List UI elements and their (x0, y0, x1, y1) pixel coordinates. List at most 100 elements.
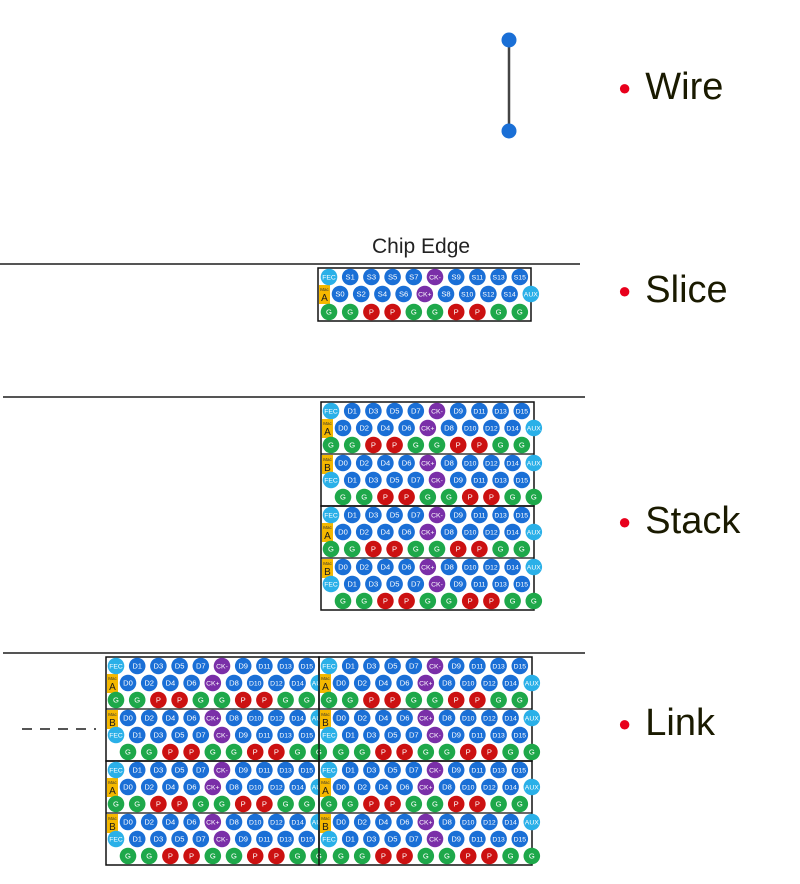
pin-d4 (162, 674, 179, 692)
pin-g (419, 488, 437, 506)
pin-d10 (246, 674, 264, 692)
pin-ckp (417, 813, 435, 831)
pin-d6 (398, 523, 415, 541)
pin-label: D4 (381, 563, 391, 572)
pin-label: P (241, 800, 246, 809)
pin-g (204, 847, 222, 865)
pin-label: D4 (166, 679, 176, 688)
pin-d14 (502, 674, 519, 692)
pin-label: D9 (238, 731, 248, 740)
pin-d0 (332, 778, 350, 796)
pin-ckn (426, 268, 444, 286)
pin-ckn (213, 761, 231, 779)
pin-p (365, 436, 382, 454)
pin-label: G (231, 748, 237, 757)
pin-label: D13 (279, 664, 292, 671)
pin-label: G (125, 852, 131, 861)
pin-label: D15 (514, 733, 527, 740)
pin-ckp (417, 709, 435, 727)
pin-label: G (328, 545, 334, 554)
pin-d11 (469, 726, 486, 744)
pin-ckn (428, 575, 446, 593)
pin-label: D15 (301, 664, 314, 671)
pin-g (140, 847, 158, 865)
pin-label: AUX (527, 530, 541, 537)
legend-wire-label: Wire (645, 66, 724, 108)
pin-label: P (381, 852, 386, 861)
pin-label: G (519, 441, 525, 450)
pin-d12 (481, 709, 498, 727)
pin-s7 (405, 268, 423, 286)
pin-label: P (404, 597, 409, 606)
pin-d7 (407, 575, 425, 593)
pin-label: D12 (270, 820, 283, 827)
pin-label: P (371, 441, 376, 450)
pin-d3 (365, 402, 382, 420)
pin-label: D2 (144, 818, 154, 827)
pin-d15 (513, 506, 531, 524)
pin-ckp (419, 454, 437, 472)
pin-label: D11 (473, 582, 485, 589)
pin-label: D14 (506, 426, 519, 433)
pin-label: G (444, 748, 450, 757)
pin-d12 (483, 419, 500, 437)
pin-label: P (241, 696, 246, 705)
pin-d5 (171, 726, 188, 744)
pin-label: G (283, 800, 289, 809)
pin-g (407, 436, 425, 454)
pin-d10 (459, 778, 477, 796)
pin-p (469, 795, 486, 813)
pin-d10 (461, 558, 479, 576)
pin-label: D12 (270, 681, 283, 688)
pin-d9 (447, 726, 465, 744)
pin-label: D0 (123, 714, 133, 723)
pin-d2 (353, 778, 371, 796)
pin-d9 (449, 575, 467, 593)
pin-label: D6 (187, 714, 197, 723)
pin-g (343, 540, 361, 558)
pin-label: G (146, 748, 152, 757)
pin-label: D8 (229, 714, 239, 723)
pin-p (469, 303, 486, 321)
pin-label: CK- (216, 837, 228, 844)
pin-s12 (480, 285, 497, 303)
pin-g (320, 691, 338, 709)
pin-label: P (466, 852, 471, 861)
pin-p (398, 592, 415, 610)
pin-label: D14 (291, 785, 304, 792)
pin-p (375, 847, 392, 865)
pin-s1 (341, 268, 359, 286)
pin-label: D14 (506, 530, 519, 537)
pin-label: G (496, 696, 502, 705)
pin-label: D13 (494, 513, 507, 520)
pin-label: D14 (506, 461, 519, 468)
pin-fec (107, 726, 125, 744)
pin-d7 (407, 506, 425, 524)
pin-label: G (508, 748, 514, 757)
wire-endpoint-top (501, 32, 517, 48)
pin-g (128, 691, 146, 709)
pin-label: G (446, 597, 452, 606)
pin-d12 (483, 558, 500, 576)
pin-d6 (398, 419, 415, 437)
pin-d14 (289, 813, 306, 831)
pin-label: G (326, 800, 332, 809)
pin-ckn (428, 471, 446, 489)
pin-d8 (225, 813, 243, 831)
pin-d1 (341, 830, 359, 848)
pin-fec (320, 830, 338, 848)
pin-fec (320, 761, 338, 779)
slice-tag-note: Mac (321, 780, 330, 785)
pin-d7 (192, 726, 210, 744)
pin-d1 (343, 471, 361, 489)
pin-d2 (140, 813, 158, 831)
pin-d4 (162, 778, 179, 796)
pin-s9 (447, 268, 465, 286)
pin-label: P (475, 308, 480, 317)
pin-d5 (171, 761, 188, 779)
legend-stack-label: Stack (645, 500, 741, 542)
pin-d9 (449, 402, 467, 420)
pin-fec (322, 402, 340, 420)
pin-label: P (274, 852, 279, 861)
pin-p (481, 847, 498, 865)
